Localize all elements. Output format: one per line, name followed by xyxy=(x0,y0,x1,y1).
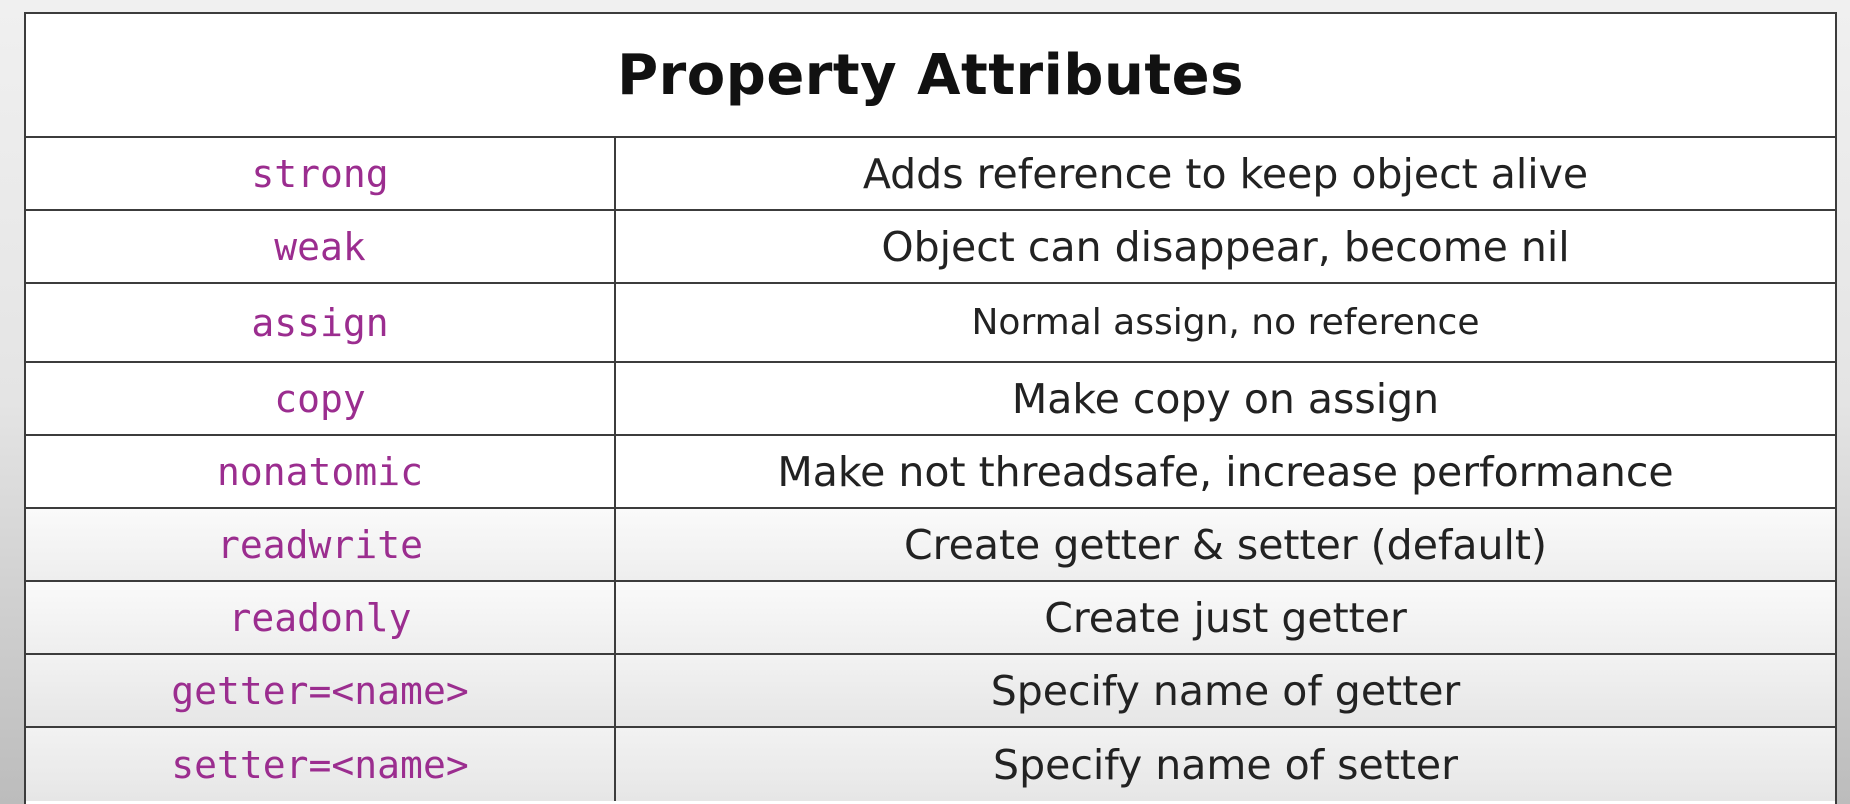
table-row: readonly Create just getter xyxy=(26,582,1835,655)
attribute-cell: strong xyxy=(26,138,616,209)
description-cell: Specify name of setter xyxy=(993,740,1458,789)
description-cell: Normal assign, no reference xyxy=(971,302,1480,343)
description-cell: Make not threadsafe, increase performanc… xyxy=(777,447,1674,496)
table-row: assign Normal assign, no reference xyxy=(26,284,1835,363)
description-cell: Create just getter xyxy=(1044,593,1407,642)
description-cell: Specify name of getter xyxy=(990,666,1461,715)
table-title: Property Attributes xyxy=(26,14,1835,138)
table-body: strong Adds reference to keep object ali… xyxy=(26,138,1835,801)
attribute-cell: getter=<name> xyxy=(26,655,616,726)
attribute-cell: setter=<name> xyxy=(26,728,616,801)
description-cell: Create getter & setter (default) xyxy=(904,520,1547,569)
table-row: copy Make copy on assign xyxy=(26,363,1835,436)
attribute-cell: assign xyxy=(26,284,616,361)
table-row: weak Object can disappear, become nil xyxy=(26,211,1835,284)
table-row: nonatomic Make not threadsafe, increase … xyxy=(26,436,1835,509)
table-row: setter=<name> Specify name of setter xyxy=(26,728,1835,801)
description-cell: Adds reference to keep object alive xyxy=(862,149,1589,198)
attribute-cell: readwrite xyxy=(26,509,616,580)
attribute-cell: readonly xyxy=(26,582,616,653)
attribute-cell: weak xyxy=(26,211,616,282)
property-attributes-table: Property Attributes strong Adds referenc… xyxy=(24,12,1837,804)
table-row: getter=<name> Specify name of getter xyxy=(26,655,1835,728)
description-cell: Make copy on assign xyxy=(1011,374,1440,423)
attribute-cell: nonatomic xyxy=(26,436,616,507)
description-cell: Object can disappear, become nil xyxy=(881,222,1570,271)
attribute-cell: copy xyxy=(26,363,616,434)
table-row: readwrite Create getter & setter (defaul… xyxy=(26,509,1835,582)
table-row: strong Adds reference to keep object ali… xyxy=(26,138,1835,211)
